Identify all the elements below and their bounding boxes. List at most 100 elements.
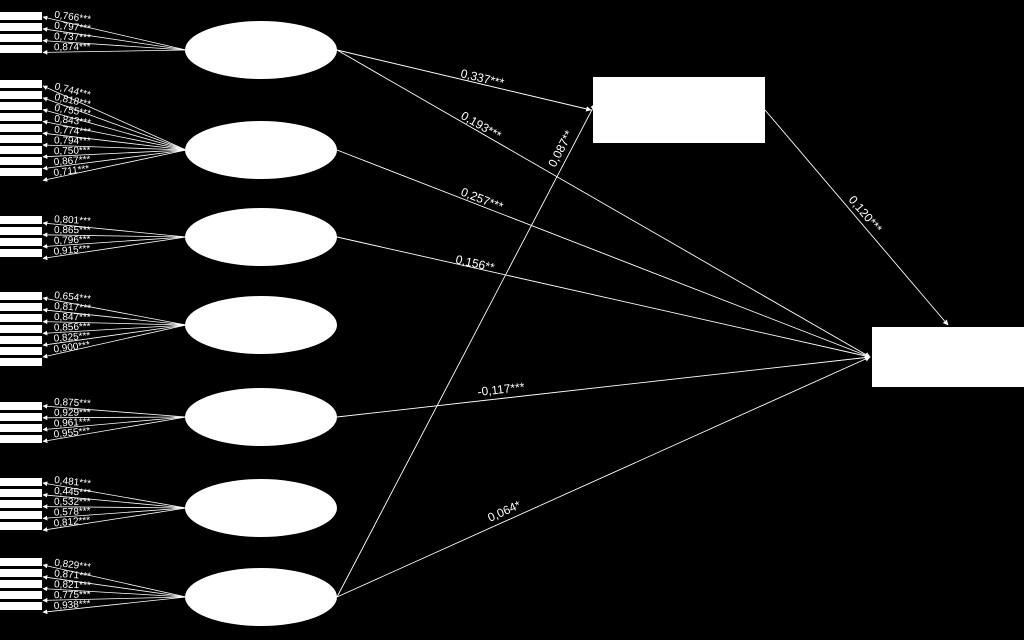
loading-label: 0,578***	[54, 506, 91, 519]
loading-label: 0,915***	[53, 244, 91, 258]
loading-arrow	[42, 236, 187, 249]
loading-label: 0,900***	[53, 340, 91, 356]
loading-label: 0,797***	[54, 20, 92, 34]
latent-construct-ellipse	[185, 479, 337, 537]
loading-arrow	[42, 49, 187, 55]
path-coefficient-label: -0,117***	[477, 380, 526, 399]
indicator-box	[0, 249, 42, 257]
indicator-box	[0, 569, 42, 577]
loading-label: 0,532***	[54, 497, 91, 508]
loading-label: 0,821***	[54, 579, 91, 591]
indicator-box	[0, 168, 42, 176]
loading-arrow	[42, 319, 187, 326]
loading-arrow	[42, 149, 187, 159]
latent-construct-ellipse	[185, 21, 337, 79]
latent-construct-ellipse	[185, 296, 337, 354]
loading-label: 0,737***	[54, 31, 91, 43]
indicator-box	[0, 511, 42, 519]
loading-arrow	[42, 149, 187, 171]
loading-label: 0,825***	[53, 331, 91, 345]
loading-arrow	[42, 131, 187, 151]
loading-label: 0,654***	[54, 290, 92, 305]
indicator-box	[0, 12, 42, 20]
indicator-box	[0, 124, 42, 132]
loading-label: 0,961***	[54, 417, 91, 430]
loading-label: 0,847***	[54, 312, 91, 324]
indicators-layer	[0, 12, 42, 610]
path-arrow	[336, 49, 871, 358]
path-arrow	[336, 236, 871, 359]
loading-arrow	[42, 221, 187, 238]
loading-label: 0,871***	[54, 568, 92, 582]
loading-arrow	[42, 236, 187, 261]
path-coefficient-label: 0,257***	[459, 185, 505, 214]
indicator-box	[0, 500, 42, 508]
indicator-box	[0, 157, 42, 165]
loading-label: 0,938***	[53, 599, 90, 612]
loading-arrow	[42, 507, 187, 532]
indicator-box	[0, 347, 42, 355]
path-coefficient-label: 0,156**	[454, 252, 496, 274]
loading-arrow	[42, 324, 187, 336]
loading-arrow	[42, 307, 187, 326]
loading-arrow	[42, 324, 187, 359]
loading-arrow	[42, 296, 187, 326]
path-coefficient-label: 0,337***	[459, 66, 505, 90]
loading-arrow	[42, 15, 187, 51]
indicator-box	[0, 135, 42, 143]
loading-label: 0,865***	[54, 225, 91, 236]
loading-label: 0,929***	[54, 408, 91, 419]
loading-label: 0,867***	[53, 154, 91, 168]
loading-arrow	[42, 507, 187, 521]
path-arrow	[764, 109, 949, 326]
loading-arrow	[42, 232, 187, 238]
indicator-box	[0, 358, 42, 366]
indicator-box	[0, 292, 42, 300]
indicator-box	[0, 402, 42, 410]
indicator-box	[0, 314, 42, 322]
indicator-box	[0, 80, 42, 88]
loading-label: 0,801***	[54, 214, 91, 227]
mediator-box	[593, 77, 765, 143]
indicator-box	[0, 424, 42, 432]
loading-arrow	[42, 596, 187, 603]
indicator-box	[0, 580, 42, 588]
nodes-layer	[185, 21, 1024, 626]
loading-label: 0,750***	[54, 145, 91, 157]
loading-arrow	[42, 142, 187, 151]
loading-label: 0,856***	[54, 321, 91, 333]
loading-label: 0,481***	[54, 475, 92, 490]
indicator-box	[0, 478, 42, 486]
latent-construct-ellipse	[185, 121, 337, 179]
loading-arrow	[42, 504, 187, 510]
loading-label: 0,874***	[54, 42, 91, 53]
loading-label: 0,766***	[54, 10, 92, 26]
indicator-box	[0, 303, 42, 311]
loading-label: 0,955***	[53, 426, 91, 441]
path-arrow	[336, 49, 592, 112]
loading-arrow	[42, 85, 187, 151]
path-coefficient-label: 0,120***	[846, 193, 885, 236]
indicator-box	[0, 45, 42, 53]
loading-arrow	[42, 27, 187, 51]
loading-arrow	[42, 97, 187, 151]
indicator-box	[0, 146, 42, 154]
loading-arrow	[42, 119, 187, 151]
loading-arrow	[42, 416, 187, 444]
loading-label: 0,711***	[53, 164, 90, 179]
indicator-box	[0, 102, 42, 110]
path-arrow	[336, 103, 596, 598]
outcome-box	[872, 327, 1024, 387]
indicator-box	[0, 23, 42, 31]
latent-construct-ellipse	[185, 568, 337, 626]
links-layer	[42, 15, 949, 615]
indicator-box	[0, 413, 42, 421]
indicator-box	[0, 558, 42, 566]
indicator-box	[0, 435, 42, 443]
indicator-box	[0, 336, 42, 344]
loading-arrow	[42, 108, 187, 151]
loading-label: 0,875***	[54, 397, 91, 410]
indicator-box	[0, 113, 42, 121]
loading-label: 0,796***	[54, 234, 91, 246]
